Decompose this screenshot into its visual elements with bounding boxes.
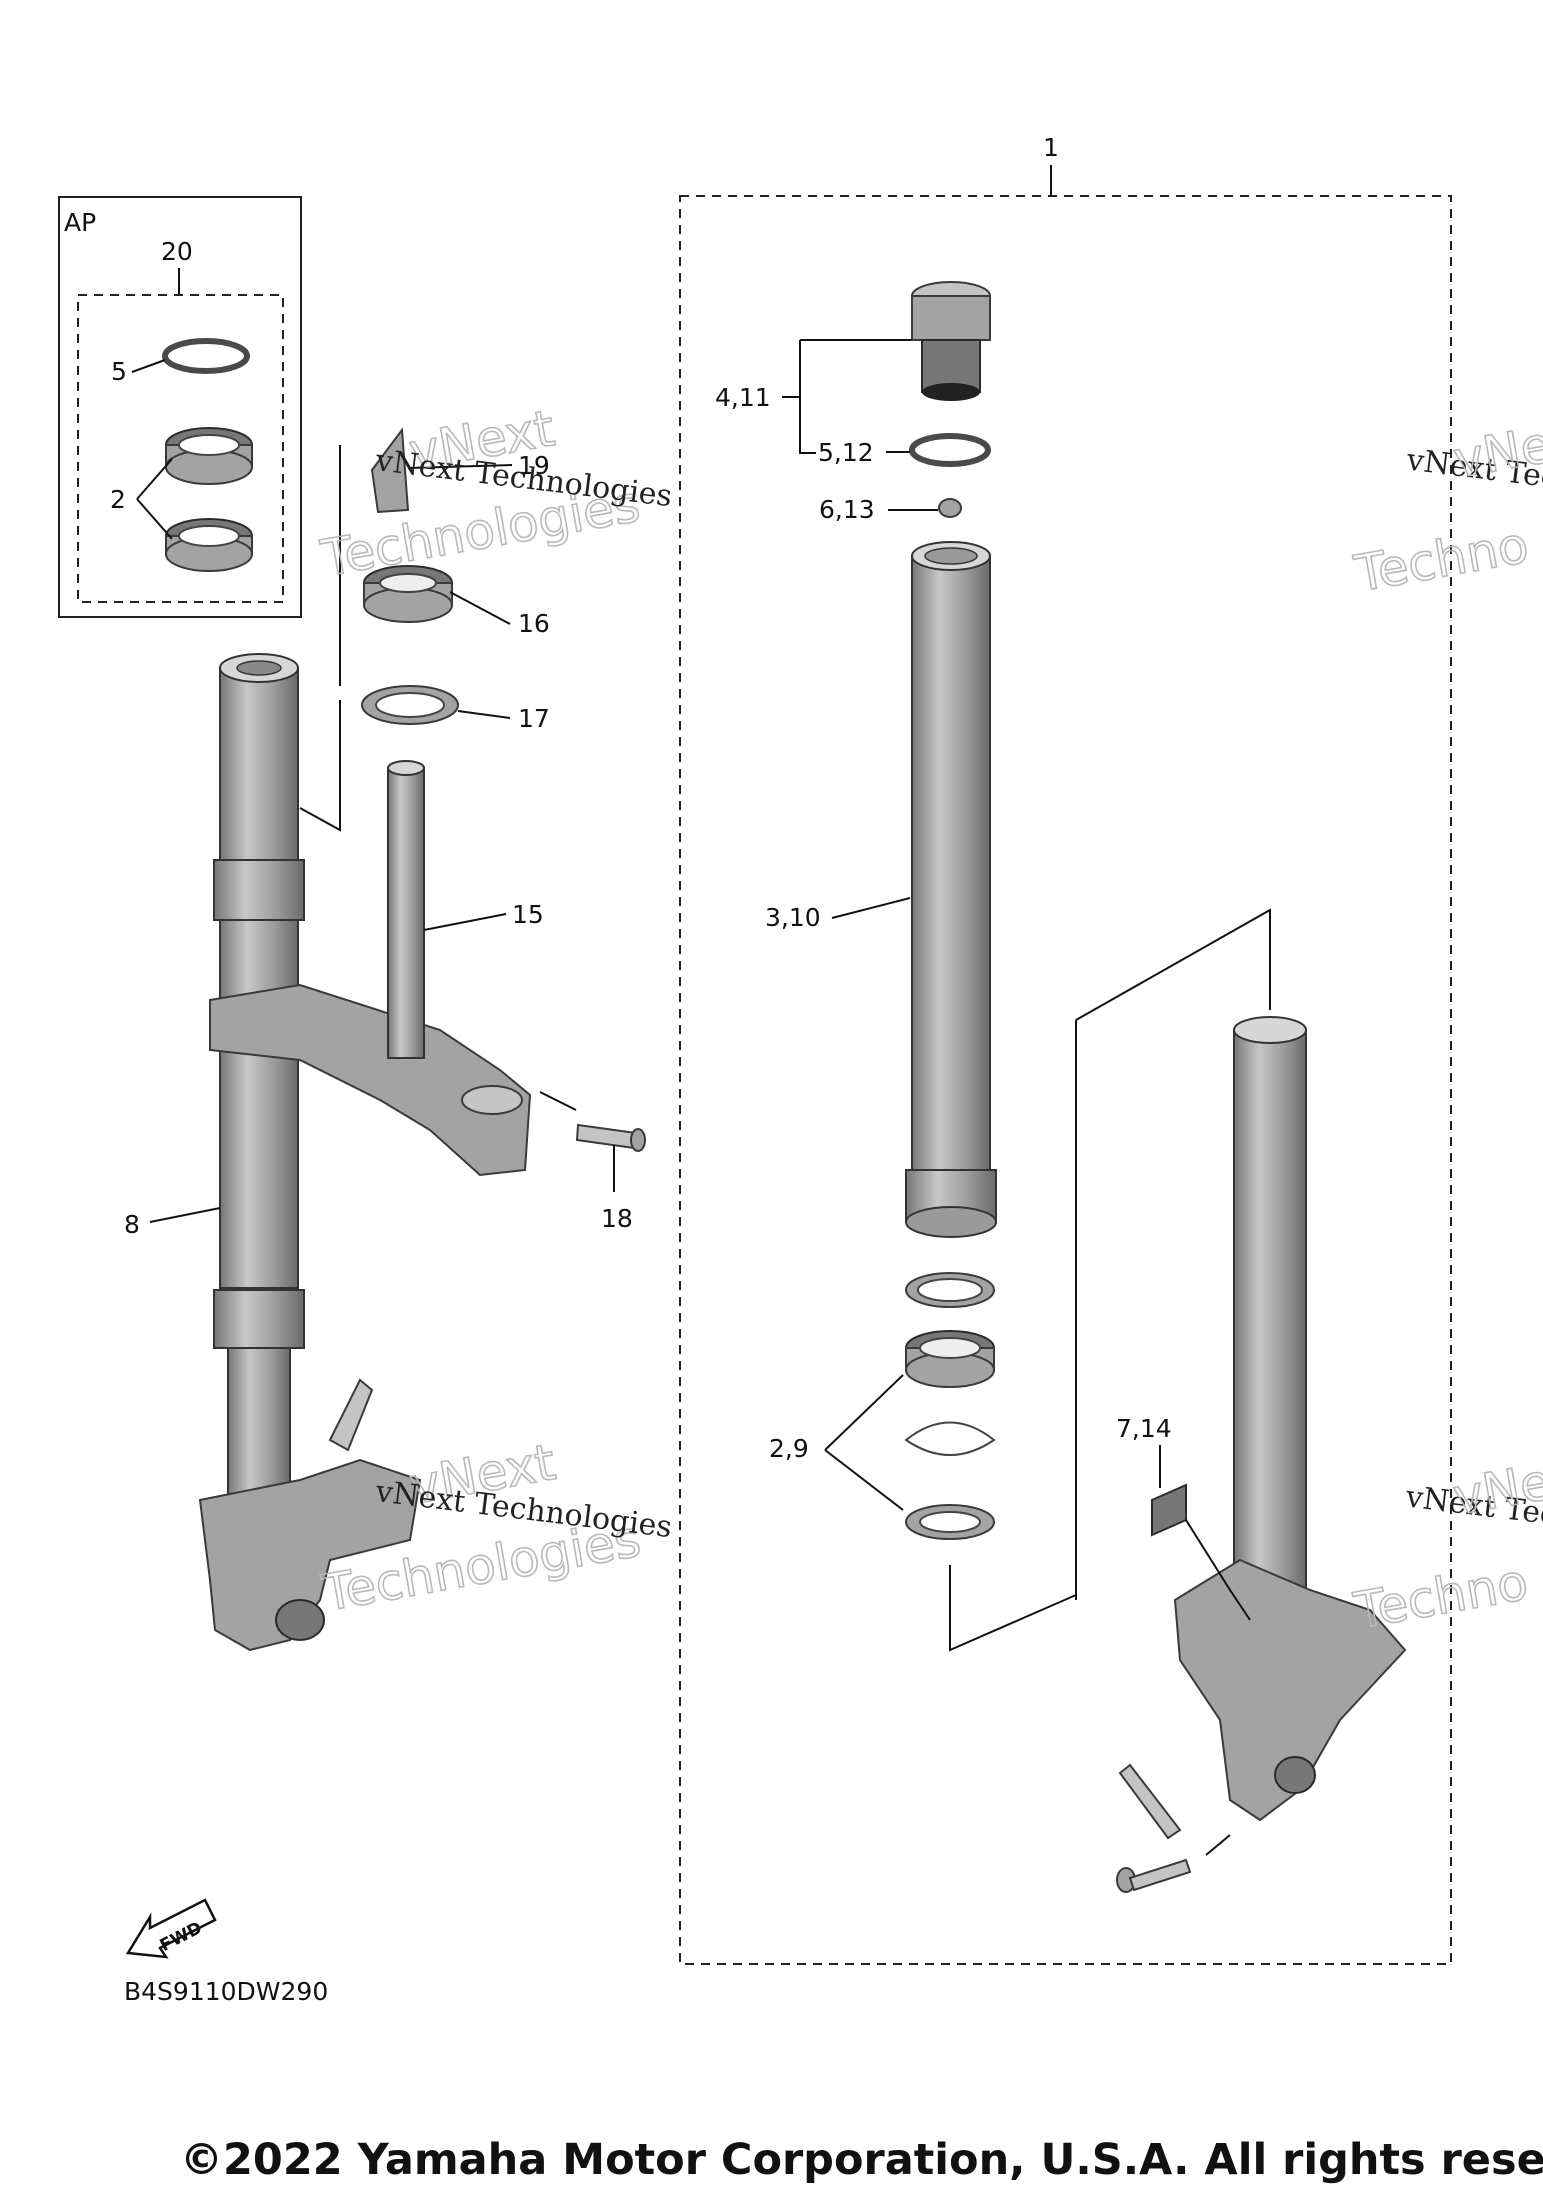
svg-text:Techno: Techno	[1350, 516, 1533, 604]
label-18: 18	[601, 1204, 633, 1233]
copyright-notice: ©2022 Yamaha Motor Corporation, U.S.A. A…	[180, 2135, 1543, 2185]
fwd-arrow-icon: FWD	[125, 1898, 217, 1959]
part-18-bolt	[575, 1123, 646, 1152]
label-4-11: 4,11	[715, 383, 771, 412]
label-16: 16	[518, 609, 550, 638]
part-5-12-o-ring	[909, 433, 991, 467]
part-3-10-outer-tube	[905, 541, 997, 1238]
label-7-14: 7,14	[1116, 1414, 1172, 1443]
label-6-13: 6,13	[819, 495, 875, 524]
watermark-right-top: vNext Tec vNe Techno	[1349, 415, 1543, 604]
label-15: 15	[512, 900, 544, 929]
inner-tube-assembly	[1116, 1016, 1407, 1893]
label-2-9: 2,9	[769, 1434, 809, 1463]
watermark-top: vNext Technologies vNext Technologies	[316, 398, 674, 588]
inset-bushing-lower	[165, 518, 253, 572]
part-16-nut	[363, 565, 453, 623]
inset-kit-label: 20	[161, 237, 193, 266]
label-8: 8	[124, 1210, 140, 1239]
label-5-12: 5,12	[818, 438, 874, 467]
inset-ap-box: AP 20 5 2	[58, 196, 302, 618]
diagram-code: B4S9110DW290	[124, 1977, 328, 2006]
label-17: 17	[518, 704, 550, 733]
part-4-11-cap-bolt	[911, 281, 991, 401]
inset-label-5: 5	[111, 357, 127, 386]
label-1: 1	[1043, 133, 1059, 162]
part-19-label-plate	[370, 427, 410, 514]
inset-group-label: AP	[64, 208, 96, 237]
svg-text:Techno: Techno	[1350, 1553, 1533, 1641]
part-6-13-washer	[938, 498, 962, 518]
label-19: 19	[518, 451, 550, 480]
part-17-washer	[361, 685, 459, 725]
left-fork-assembly	[198, 445, 532, 1652]
inset-bushing-upper	[165, 427, 253, 485]
watermark-right-bottom: vNext Tec vNe Techno	[1349, 1452, 1543, 1641]
part-2-9-seals	[904, 1272, 996, 1540]
part-7-14-label	[1151, 1483, 1187, 1537]
assembly-1-box: 1	[679, 133, 1452, 1965]
inset-oil-seal-ring	[162, 338, 250, 374]
label-3-10: 3,10	[765, 903, 821, 932]
inset-label-2: 2	[110, 485, 126, 514]
